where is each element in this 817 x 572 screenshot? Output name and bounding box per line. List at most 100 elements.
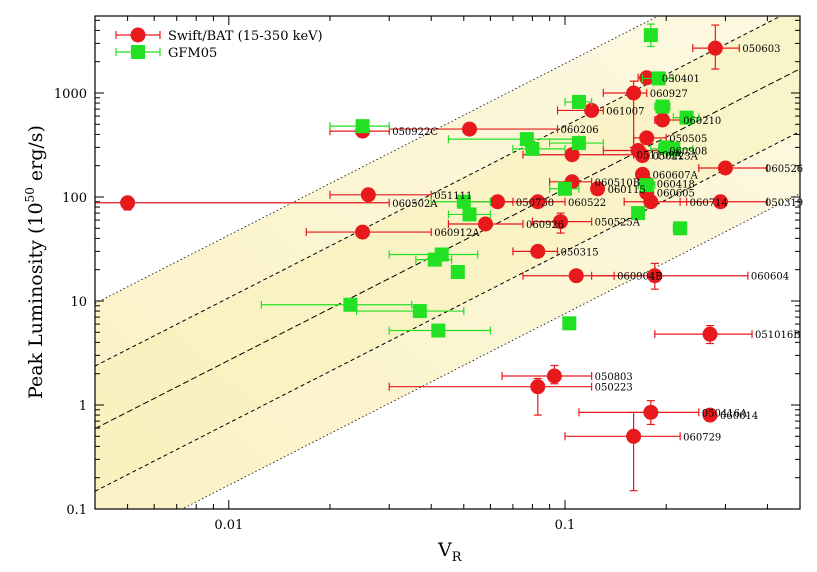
gfm05-point	[562, 316, 577, 331]
point-label: 060904B	[617, 272, 663, 283]
point-label: 060502A	[392, 199, 438, 210]
point-label: 060605	[657, 189, 695, 200]
point-label: 050505	[669, 134, 707, 145]
swift-point	[626, 428, 642, 444]
point-label: 060908	[669, 146, 707, 157]
point-label: 060115	[608, 185, 646, 196]
point-label: 050525A	[595, 218, 641, 229]
y-tick-label: 0.1	[66, 503, 87, 518]
x-tick-label: 0.01	[214, 518, 243, 533]
swift-point	[712, 194, 728, 210]
swift-point	[546, 368, 562, 384]
gfm05-point	[666, 141, 681, 156]
gfm05-point	[571, 94, 586, 109]
point-label: 050401	[662, 74, 700, 85]
point-label: 060714	[690, 198, 728, 209]
y-tick-label: 10	[70, 295, 87, 310]
swift-point	[530, 194, 546, 210]
axis-ticks	[94, 16, 801, 510]
point-label: 060604	[751, 272, 789, 283]
swift-point	[462, 121, 478, 137]
gfm05-point	[431, 323, 446, 338]
plot-frame	[94, 15, 801, 510]
swift-point	[530, 243, 546, 259]
y-axis-title: Peak Luminosity (1050 erg/s)	[23, 125, 47, 399]
swift-point	[702, 407, 718, 423]
gfm05-point	[343, 297, 358, 312]
swift-point	[655, 112, 671, 128]
x-tick-label: 0.1	[555, 518, 576, 533]
point-label: 050223	[595, 383, 633, 394]
y-tick-label: 1	[79, 399, 87, 414]
gfm05-point	[673, 221, 688, 236]
gfm05-point	[655, 99, 670, 114]
x-axis-title: VR	[437, 539, 463, 565]
legend-marker	[131, 45, 145, 59]
swift-point	[590, 181, 606, 197]
swift-point	[360, 187, 376, 203]
y-tick-label: 100	[62, 191, 87, 206]
gfm05-point	[412, 304, 427, 319]
legend-marker	[130, 27, 146, 43]
point-label: 050319	[765, 198, 803, 209]
swift-point	[647, 268, 663, 284]
gfm05-point	[639, 178, 654, 193]
point-label: 060206	[561, 125, 599, 136]
swift-point	[626, 85, 642, 101]
point-label: 051109A	[637, 151, 683, 162]
gfm05-point	[651, 71, 666, 86]
gfm05-point	[643, 28, 658, 43]
swift-point	[355, 224, 371, 240]
point-label: 060522	[568, 198, 606, 209]
gfm05-point	[558, 181, 572, 196]
legend-label: GFM05	[168, 46, 217, 61]
tick-labels: 0.01 0.1 0.1 1 10 100 1000	[54, 87, 575, 533]
best-fit-line	[95, 68, 800, 430]
swift-point	[477, 216, 493, 232]
upper-dashed-line	[95, 16, 782, 367]
point-labels: 050603 050401 060927 061007 060210 060206 0509…	[392, 44, 803, 443]
point-label: 050603	[742, 44, 780, 55]
point-label: 060510B	[595, 178, 641, 189]
data-points	[95, 23, 769, 492]
y-tick-label: 1000	[54, 87, 87, 102]
point-label: 060912A	[434, 228, 480, 239]
point-label: 060926	[526, 220, 564, 231]
point-label: 050223A	[652, 152, 698, 163]
point-label: 051016B	[755, 330, 801, 341]
swift-point	[702, 326, 718, 342]
gfm05-point	[355, 119, 370, 134]
point-label: 050315	[561, 247, 599, 258]
swift-point	[707, 40, 723, 56]
swift-point	[634, 148, 650, 164]
legend-label: Swift/BAT (15-350 keV)	[168, 29, 323, 44]
gfm05-point	[679, 110, 694, 125]
point-label: 050416A	[702, 408, 748, 419]
point-label: 050803	[595, 372, 633, 383]
gfm05-point	[456, 194, 471, 209]
swift-point	[584, 102, 600, 118]
swift-point	[643, 404, 659, 420]
point-label: 060729	[683, 432, 721, 443]
swift-point	[717, 160, 733, 176]
gfm05-point	[427, 252, 442, 267]
point-label: 061007	[606, 106, 644, 117]
swift-point	[564, 147, 580, 163]
swift-point	[568, 268, 584, 284]
point-label: 050730	[516, 198, 554, 209]
gfm05-point	[450, 265, 465, 280]
point-label: 060927	[650, 89, 688, 100]
point-label: 060210	[683, 116, 721, 127]
gfm05-point	[571, 136, 586, 151]
swift-point	[639, 130, 655, 146]
gfm05-point	[631, 206, 646, 221]
point-label: 051111	[434, 191, 472, 202]
legend: Swift/BAT (15-350 keV) GFM05	[115, 27, 323, 61]
swift-point	[643, 194, 659, 210]
point-label: 060614	[720, 411, 758, 422]
gfm05-point	[525, 141, 540, 156]
point-label: 060526	[765, 164, 803, 175]
swift-point	[530, 379, 546, 395]
point-label: 050922C	[392, 127, 438, 138]
